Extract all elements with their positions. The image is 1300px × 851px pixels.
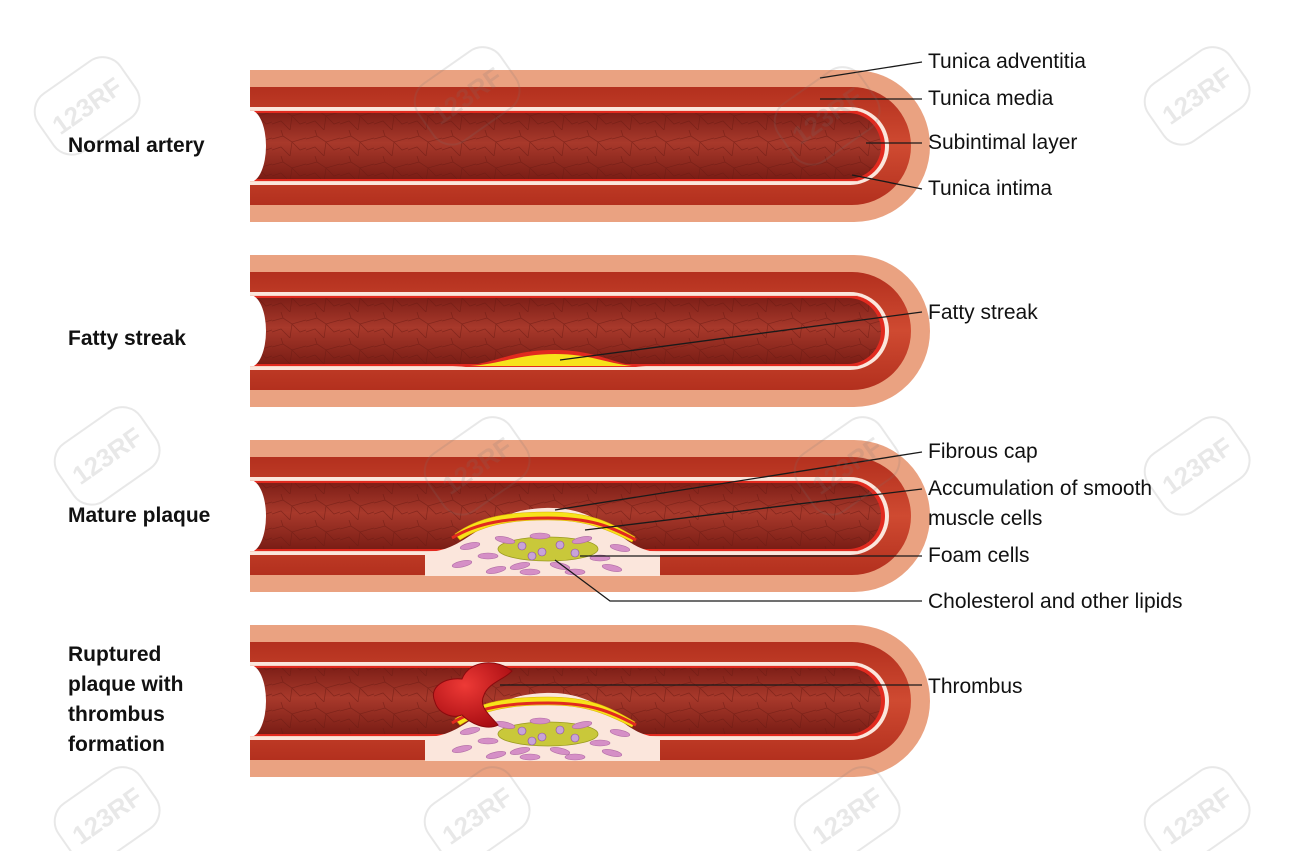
leader-line: [554, 559, 922, 602]
foam-cell: [555, 540, 565, 550]
thrombus: [432, 662, 513, 728]
smooth-muscle-cell: [459, 727, 481, 735]
watermark-frame: [1143, 416, 1251, 516]
watermark-frame: [773, 66, 881, 166]
artery-opening: [234, 665, 266, 737]
watermark-text: 123RF: [67, 781, 148, 850]
leader-line: [584, 488, 923, 531]
smooth-muscle-cell: [451, 560, 473, 568]
smooth-muscle-cell: [451, 745, 473, 753]
callout-tunica-adventitia: Tunica adventitia: [928, 50, 1086, 73]
artery-opening: [234, 295, 266, 367]
label-mature-plaque: Mature plaque: [68, 504, 211, 527]
smooth-muscle-cell: [609, 544, 631, 552]
smooth-muscle-cell: [494, 536, 516, 544]
artery-fatty-streak: [234, 255, 930, 407]
watermark: 123RF: [1143, 416, 1251, 516]
callout-thrombus: Thrombus: [928, 675, 1023, 698]
smooth-muscle-cell: [509, 562, 531, 570]
watermark: 123RF: [1143, 766, 1251, 851]
foam-cell: [527, 736, 537, 746]
callout-foam-cells: Foam cells: [928, 544, 1030, 567]
foam-cell: [570, 733, 580, 743]
smooth-muscle-cell: [549, 747, 571, 755]
smooth-muscle-cell: [589, 739, 611, 747]
smooth-muscle-cell: [485, 751, 507, 759]
callout-cholesterol: Cholesterol and other lipids: [928, 590, 1183, 613]
leader-line: [851, 174, 923, 190]
watermark-text: 123RF: [1157, 431, 1238, 500]
fibrous-cap: [454, 696, 636, 728]
watermark-frame: [1143, 766, 1251, 851]
callout-subintimal-layer: Subintimal layer: [928, 131, 1078, 154]
watermark-text: 123RF: [437, 781, 518, 850]
watermark-frame: [53, 406, 161, 506]
foam-cell: [527, 551, 537, 561]
smooth-muscle-cell: [477, 737, 499, 745]
smooth-muscle-cell: [571, 536, 593, 544]
foam-cell: [537, 547, 547, 557]
smooth-muscle-cell: [529, 532, 551, 540]
smooth-muscle-cell: [477, 552, 499, 560]
artery-ruptured-plaque: [234, 625, 930, 777]
callout-fatty-streak: Fatty streak: [928, 301, 1038, 324]
leader-line: [554, 451, 923, 511]
lumen-texture: [250, 298, 881, 364]
watermark-frame: [423, 766, 531, 851]
smooth-muscle-cell: [485, 566, 507, 574]
smooth-muscle-cell: [519, 753, 541, 761]
callout-fibrous-cap: Fibrous cap: [928, 440, 1038, 463]
watermark-frame: [423, 416, 531, 516]
callout-tunica-intima: Tunica intima: [928, 177, 1053, 200]
foam-cell: [555, 725, 565, 735]
smooth-muscle-cell: [601, 749, 623, 757]
smooth-muscle-cell: [609, 729, 631, 737]
label-normal-artery: Normal artery: [68, 134, 205, 157]
fibrous-cap: [454, 511, 636, 543]
artery-opening: [234, 480, 266, 552]
watermark-frame: [793, 766, 901, 851]
leader-line: [819, 61, 923, 79]
smooth-muscle-cell: [529, 717, 551, 725]
smooth-muscle-cell: [601, 564, 623, 572]
label-fatty-streak-stage: Fatty streak: [68, 327, 186, 350]
watermark-frame: [53, 766, 161, 851]
watermark-text: 123RF: [67, 421, 148, 490]
foam-cell: [537, 732, 547, 742]
watermark-text: 123RF: [1157, 61, 1238, 130]
watermark: 123RF: [53, 766, 161, 851]
watermark-text: 123RF: [1157, 781, 1238, 850]
leader-line: [559, 311, 923, 361]
watermark-frame: [1143, 46, 1251, 146]
watermark-text: 123RF: [807, 781, 888, 850]
smooth-muscle-cell: [571, 721, 593, 729]
foam-cell: [570, 548, 580, 558]
foam-cell: [517, 541, 527, 551]
smooth-muscle-cell: [459, 542, 481, 550]
watermark-frame: [793, 416, 901, 516]
artery-normal: [234, 70, 930, 222]
artery-opening: [234, 110, 266, 182]
foam-cell: [517, 726, 527, 736]
smooth-muscle-cell: [519, 568, 541, 576]
callout-tunica-media: Tunica media: [928, 87, 1054, 110]
watermark: 123RF: [1143, 46, 1251, 146]
watermark-frame: [413, 46, 521, 146]
smooth-muscle-cell: [564, 753, 586, 761]
fatty-streak-deposit: [470, 354, 632, 366]
smooth-muscle-cell: [509, 747, 531, 755]
plaque-intima: [451, 516, 637, 542]
watermark: 123RF: [53, 406, 161, 506]
lumen-texture: [250, 113, 881, 179]
watermark-frame: [33, 56, 141, 156]
